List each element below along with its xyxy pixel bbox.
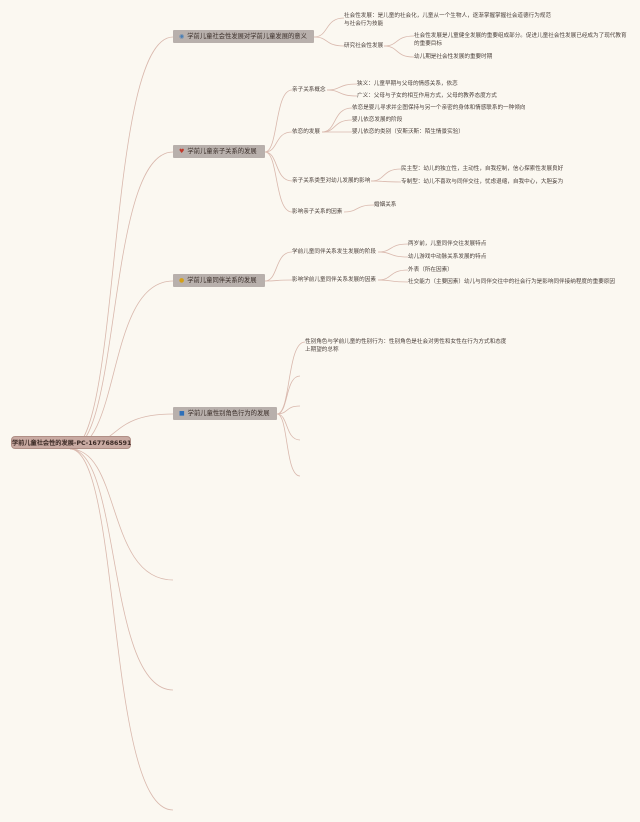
heart-icon: ♥ bbox=[179, 148, 185, 155]
connector-b2-c4a bbox=[343, 204, 375, 213]
connector-b3-c2a bbox=[377, 269, 409, 281]
node-relationship-types-influence[interactable]: 亲子关系类型对幼儿发展的影响 bbox=[292, 178, 371, 184]
node-attachment-types[interactable]: 婴儿依恋的类别（安斯沃斯：陌生情景实验） bbox=[352, 129, 464, 135]
connector-b3-c2 bbox=[264, 279, 293, 282]
node-marriage-relationship[interactable]: 婚姻关系 bbox=[374, 202, 397, 208]
node-game-relationship[interactable]: 幼儿游戏中动脉关系发展的特点 bbox=[408, 254, 487, 260]
node-democratic-type[interactable]: 民主型：幼儿的独立性，主动性，自我控制，信心探索性发展良好 bbox=[401, 166, 564, 172]
connector-root-branch3 bbox=[69, 280, 174, 450]
connector-b3-c1a bbox=[377, 243, 409, 253]
connector-b4-empty-3 bbox=[276, 413, 301, 441]
node-research-social-development[interactable]: 研究社会性发展 bbox=[344, 43, 384, 49]
node-early-childhood-important-period[interactable]: 幼儿期是社会性发展的重要时期 bbox=[414, 54, 493, 60]
node-narrow-definition[interactable]: 狭义：儿童早期与父母的情感关系，依恋 bbox=[357, 81, 458, 87]
node-peer-stages[interactable]: 学前儿童同伴关系发生发展的阶段 bbox=[292, 249, 376, 255]
connector-b4-c1 bbox=[276, 341, 306, 415]
root-node[interactable]: 学前儿童社会性的发展-PC-1677686591 bbox=[11, 436, 131, 449]
connector-b2-c2 bbox=[264, 131, 293, 153]
branch-label: 学前儿童社会性发展对学前儿童发展的意义 bbox=[187, 33, 307, 40]
node-peer-influencing-factors[interactable]: 影响学前儿童同伴关系发展的因素 bbox=[292, 277, 376, 283]
node-influencing-factors[interactable]: 影响亲子关系的因素 bbox=[292, 209, 343, 215]
node-attachment-stages[interactable]: 婴儿依恋发展的阶段 bbox=[352, 117, 403, 123]
connector-b4-empty-4 bbox=[276, 413, 301, 477]
connector-b2-c1a bbox=[326, 83, 358, 91]
connector-root-branch2 bbox=[69, 151, 174, 450]
branch-social-development-significance[interactable]: ◉学前儿童社会性发展对学前儿童发展的意义 bbox=[173, 30, 314, 43]
people-icon: ● bbox=[179, 277, 185, 284]
book-icon: ■ bbox=[179, 410, 185, 417]
node-broad-definition[interactable]: 广义：父母与子女的相互作用方式，父母的教养态度方式 bbox=[357, 93, 497, 99]
connector-b3-c1 bbox=[264, 251, 293, 282]
connector-b3-c2b bbox=[377, 279, 409, 283]
connector-root-branch1 bbox=[69, 36, 174, 450]
connector-b1-c2b bbox=[383, 45, 415, 58]
node-social-development-important-part[interactable]: 社会性发展是儿童健全发展的重要组成部分。促进儿童社会性发展已经成为了现代教育的重… bbox=[414, 33, 627, 47]
connector-b2-c3b bbox=[370, 180, 402, 183]
node-social-ability-factor[interactable]: 社交能力（主要因素）幼儿与同伴交往中的社会行为是影响同伴接纳程度的重要原因 bbox=[408, 279, 615, 285]
node-before-two-years[interactable]: 两岁前，儿童同伴交往发展特点 bbox=[408, 241, 487, 247]
connector-root-empty-1 bbox=[69, 448, 174, 581]
connector-b2-c1 bbox=[264, 89, 293, 153]
branch-label: 学前儿童同伴关系的发展 bbox=[187, 277, 257, 284]
node-social-development-definition[interactable]: 社会性发展：是儿童的社会化，儿童从一个生物人，逐渐掌握掌握社会道德行为规范与社会… bbox=[344, 13, 551, 27]
connector-b2-c2b bbox=[321, 119, 353, 133]
branch-label: 学前儿童亲子关系的发展 bbox=[187, 148, 257, 155]
node-authoritarian-type[interactable]: 专制型：幼儿不喜欢与同伴交往，忧虑退缩，自我中心，大胆妄为 bbox=[401, 179, 564, 185]
connector-root-empty-3 bbox=[69, 448, 174, 811]
connector-b4-empty-2 bbox=[276, 405, 301, 415]
node-attachment-definition[interactable]: 依恋是婴儿寻求并企图保持与另一个亲密的身体和情感联系的一种倾向 bbox=[352, 105, 526, 111]
branch-peer-relationship[interactable]: ●学前儿童同伴关系的发展 bbox=[173, 274, 265, 287]
connector-b2-c3a bbox=[370, 168, 402, 182]
branch-gender-role-behavior[interactable]: ■学前儿童性别角色行为的发展 bbox=[173, 407, 277, 420]
connector-root-empty-2 bbox=[69, 448, 174, 691]
connector-b2-c3 bbox=[264, 151, 293, 182]
connector-b2-c1b bbox=[326, 89, 358, 97]
connector-b1-c2 bbox=[313, 36, 345, 47]
globe-icon: ◉ bbox=[179, 33, 185, 40]
node-parent-child-concept[interactable]: 亲子关系概念 bbox=[292, 87, 326, 93]
node-gender-role-definition[interactable]: 性别角色与学前儿童的性别行为：性别角色是社会对男性和女性在行为方式和态度上期望的… bbox=[305, 339, 507, 353]
connector-b3-c1b bbox=[377, 251, 409, 258]
connector-b1-c2a bbox=[383, 35, 415, 47]
connector-b4-empty-1 bbox=[276, 375, 301, 415]
node-attachment-development[interactable]: 依恋的发展 bbox=[292, 129, 320, 135]
node-appearance-factor[interactable]: 外表（所在因素） bbox=[408, 267, 453, 273]
branch-label: 学前儿童性别角色行为的发展 bbox=[187, 410, 270, 417]
branch-parent-child-relationship[interactable]: ♥学前儿童亲子关系的发展 bbox=[173, 145, 265, 158]
connector-b1-c1 bbox=[313, 17, 345, 38]
connector-b2-c4 bbox=[264, 151, 293, 213]
connector-b2-c2a bbox=[321, 107, 353, 133]
